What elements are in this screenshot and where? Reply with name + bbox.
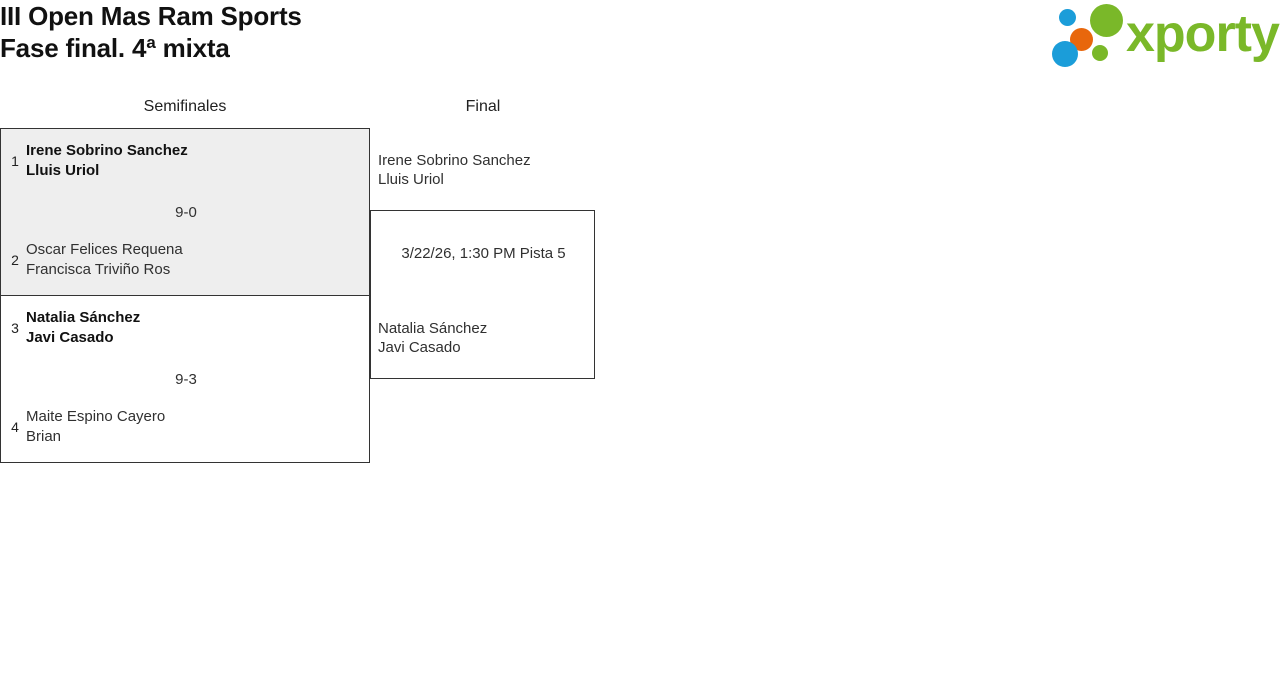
match-team-slot[interactable]: 2 Oscar Felices Requena Francisca Triviñ… — [1, 240, 341, 284]
match-score: 9-0 — [175, 204, 197, 221]
team-player-2: Lluis Uriol — [378, 171, 444, 188]
team-player-2: Javi Casado — [378, 339, 461, 356]
match-team-slot[interactable]: 1 Irene Sobrino Sanchez Lluis Uriol — [1, 141, 341, 185]
page-title: III Open Mas Ram Sports Fase final. 4ª m… — [0, 0, 700, 64]
final-team-slot-2[interactable]: Natalia Sánchez Javi Casado — [378, 319, 608, 357]
xporty-logo[interactable]: xporty — [1050, 2, 1280, 68]
logo-dot-orange-icon — [1070, 28, 1093, 51]
logo-dot-blue-bottom-icon — [1052, 41, 1078, 67]
match-schedule: 3/22/26, 1:30 PM Pista 5 — [401, 245, 566, 262]
team-names: Maite Espino Cayero Brian — [26, 407, 165, 447]
match-team-slot[interactable]: 3 Natalia Sánchez Javi Casado — [1, 308, 341, 352]
team-player-2: Brian — [26, 428, 62, 445]
match-semifinal-1[interactable]: 1 Irene Sobrino Sanchez Lluis Uriol 9-0 … — [0, 128, 370, 296]
match-team-slot[interactable]: 4 Maite Espino Cayero Brian — [1, 407, 341, 451]
tournament-name: III Open Mas Ram Sports — [0, 1, 302, 31]
team-player-1: Oscar Felices Requena — [26, 241, 183, 258]
final-team-slot-1[interactable]: Irene Sobrino Sanchez Lluis Uriol — [378, 151, 608, 189]
team-player-1: Irene Sobrino Sanchez — [378, 152, 531, 169]
team-seed: 1 — [11, 153, 19, 169]
logo-dots-icon — [1050, 2, 1128, 68]
team-player-1: Irene Sobrino Sanchez — [26, 142, 188, 159]
team-player-1: Natalia Sánchez — [26, 309, 141, 326]
tournament-phase: Fase final. 4ª mixta — [0, 33, 230, 63]
match-semifinal-2[interactable]: 3 Natalia Sánchez Javi Casado 9-3 4 Mait… — [0, 295, 370, 463]
logo-wordmark: xporty — [1126, 5, 1280, 63]
team-seed: 3 — [11, 320, 19, 336]
logo-dot-blue-top-icon — [1059, 9, 1076, 26]
round-header-semifinales: Semifinales — [143, 98, 227, 115]
team-player-2: Francisca Triviño Ros — [26, 261, 171, 278]
logo-dot-green-large-icon — [1090, 4, 1123, 37]
team-player-1: Maite Espino Cayero — [26, 408, 166, 425]
team-seed: 2 — [11, 252, 19, 268]
match-score: 9-3 — [175, 371, 197, 388]
team-player-1: Natalia Sánchez — [378, 320, 488, 337]
team-names: Irene Sobrino Sanchez Lluis Uriol — [26, 141, 188, 181]
team-player-2: Lluis Uriol — [26, 162, 100, 179]
team-names: Oscar Felices Requena Francisca Triviño … — [26, 240, 183, 280]
logo-dot-green-small-icon — [1092, 45, 1108, 61]
match-final[interactable]: 3/22/26, 1:30 PM Pista 5 — [370, 210, 595, 379]
team-seed: 4 — [11, 419, 19, 435]
team-player-2: Javi Casado — [26, 329, 114, 346]
round-header-final: Final — [465, 98, 501, 115]
team-names: Natalia Sánchez Javi Casado — [26, 308, 140, 348]
